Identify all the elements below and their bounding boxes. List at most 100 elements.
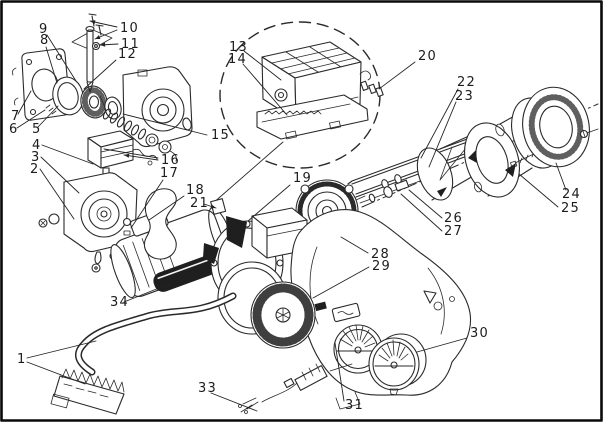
leader-arrow-10 bbox=[90, 20, 96, 25]
screw-icon bbox=[351, 195, 366, 207]
part-label-26: 26 bbox=[444, 211, 463, 226]
leader-line-19 bbox=[247, 184, 291, 222]
nozzle bbox=[394, 179, 410, 192]
part-label-14: 14 bbox=[228, 52, 247, 67]
pressure-regulator-rod bbox=[45, 13, 113, 115]
part-label-11: 11 bbox=[121, 37, 140, 52]
part-label-20: 20 bbox=[418, 49, 437, 64]
leader-line-33 bbox=[210, 392, 258, 412]
part-label-27: 27 bbox=[444, 224, 463, 239]
part-label-13: 13 bbox=[229, 40, 248, 55]
hanging-part bbox=[94, 251, 102, 265]
leader-line-13 bbox=[243, 50, 282, 81]
part-label-8: 8 bbox=[40, 33, 49, 48]
leader-line-17 bbox=[130, 179, 164, 229]
part-label-21: 21 bbox=[190, 196, 209, 211]
nameplate bbox=[331, 302, 361, 323]
part-label-4: 4 bbox=[32, 138, 41, 153]
burner-head-assembly bbox=[347, 86, 599, 208]
knurl-marks bbox=[45, 104, 57, 115]
leader-line-23 bbox=[428, 101, 457, 168]
wiring-harness bbox=[50, 292, 237, 415]
part-label-24: 24 bbox=[562, 187, 581, 202]
capacitor bbox=[153, 252, 225, 292]
leader-line-26 bbox=[408, 189, 443, 219]
electrode-rod bbox=[355, 148, 479, 198]
leader-line-24 bbox=[555, 162, 567, 191]
fan-wheel bbox=[217, 261, 316, 349]
part-label-34: 34 bbox=[110, 295, 129, 310]
part-label-2: 2 bbox=[30, 162, 39, 177]
leader-line-9 bbox=[46, 34, 77, 82]
part-label-7: 7 bbox=[11, 109, 20, 124]
part-label-1: 1 bbox=[17, 352, 26, 367]
leader-line-8 bbox=[45, 46, 58, 84]
part-label-9: 9 bbox=[39, 22, 48, 37]
leader-line-31 bbox=[334, 342, 345, 402]
regulator-plate bbox=[71, 29, 113, 51]
leader-line-5 bbox=[37, 105, 59, 128]
part-label-16: 16 bbox=[161, 153, 180, 168]
part-label-5: 5 bbox=[32, 122, 41, 137]
vent-mark bbox=[423, 290, 437, 304]
spring-pin bbox=[514, 149, 543, 164]
housing-foot bbox=[335, 391, 361, 410]
leader-line-4 bbox=[41, 144, 94, 165]
regulator-stem bbox=[86, 29, 94, 83]
part-label-23: 23 bbox=[455, 89, 474, 104]
motor-ribs bbox=[122, 231, 178, 291]
part-label-12: 12 bbox=[118, 47, 137, 62]
leader-arrow-16 bbox=[124, 153, 130, 158]
washer bbox=[48, 213, 60, 225]
leader-line-20 bbox=[378, 61, 416, 90]
leader-arrow-10 bbox=[95, 35, 101, 39]
part-label-15: 15 bbox=[211, 128, 230, 143]
part-label-18: 18 bbox=[186, 183, 205, 198]
leader-line-6 bbox=[16, 109, 46, 129]
solenoid-valve-assembly bbox=[87, 130, 158, 201]
electrode-rod bbox=[347, 137, 471, 185]
leader-line-29 bbox=[312, 266, 370, 299]
part-label-19: 19 bbox=[293, 171, 312, 186]
part-label-17: 17 bbox=[160, 166, 179, 181]
photocell-body bbox=[294, 365, 328, 391]
leader-line-28 bbox=[340, 236, 369, 254]
leader-line-3 bbox=[40, 156, 80, 194]
part-label-30: 30 bbox=[470, 326, 489, 341]
air-damper-disc bbox=[368, 333, 427, 396]
part-label-3: 3 bbox=[31, 150, 40, 165]
leader-line-7 bbox=[17, 90, 32, 115]
wire-curl bbox=[359, 70, 372, 81]
photocell-lead bbox=[238, 363, 353, 414]
leader-arrow-21 bbox=[210, 204, 216, 209]
leader-line-27 bbox=[400, 193, 443, 232]
leader-line-1 bbox=[26, 361, 86, 385]
part-label-6: 6 bbox=[9, 122, 18, 137]
screw-icon bbox=[88, 13, 97, 27]
leader-line-16 bbox=[103, 148, 159, 159]
part-label-33: 33 bbox=[198, 381, 217, 396]
part-label-31: 31 bbox=[345, 398, 364, 413]
leader-line-22 bbox=[420, 88, 459, 159]
leader-line-25 bbox=[518, 173, 559, 208]
regulator-ring bbox=[91, 41, 101, 51]
leader-line-16 bbox=[123, 154, 159, 161]
leader-arrow-11 bbox=[100, 42, 106, 47]
part-label-29: 29 bbox=[372, 259, 391, 274]
pointer-line bbox=[211, 141, 284, 205]
leader-line-12 bbox=[83, 59, 117, 90]
leader-line-34 bbox=[123, 283, 170, 303]
screw-icon bbox=[95, 24, 104, 36]
part-label-10: 10 bbox=[120, 21, 139, 36]
drive-coupling-spring bbox=[99, 95, 177, 162]
leader-line-18 bbox=[148, 195, 185, 221]
part-label-22: 22 bbox=[457, 75, 476, 90]
control-box bbox=[256, 41, 384, 140]
leader-line-2 bbox=[39, 168, 75, 220]
part-label-28: 28 bbox=[371, 247, 390, 262]
part-label-25: 25 bbox=[561, 201, 580, 216]
